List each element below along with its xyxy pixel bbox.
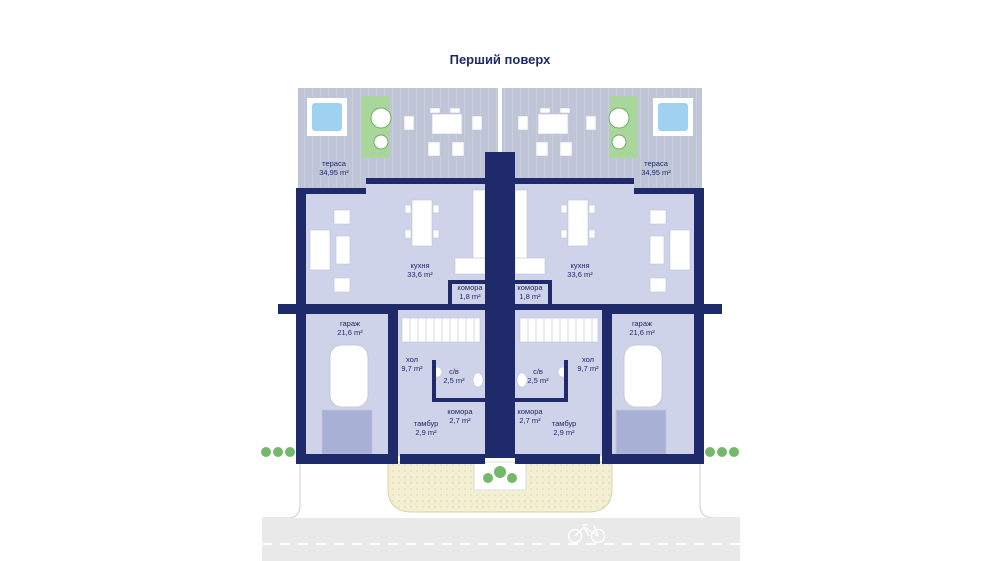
dining-table-icon [403,107,597,157]
garage-cars [321,344,667,455]
car-icon [329,344,369,408]
sofa-icon [669,229,691,271]
toilet-icon [516,372,528,388]
toilet-icon [472,372,484,388]
shrub-icon [261,447,739,483]
dining-table-icon [567,199,589,247]
dining-table-icon [411,199,433,247]
car-icon [623,344,663,408]
road [262,518,740,561]
site [262,461,740,561]
sofa-icon [309,229,331,271]
plan-title: Перший поверх [449,52,551,67]
walls [278,152,722,464]
bathroom-fixtures [431,366,569,388]
curb-left [262,462,301,519]
living-furniture [309,199,691,293]
curb-right [699,462,740,519]
bicycle-icon [567,524,606,544]
stairs-icon [401,317,599,343]
kitchen-counters [454,189,546,275]
plant-icon [370,107,630,150]
